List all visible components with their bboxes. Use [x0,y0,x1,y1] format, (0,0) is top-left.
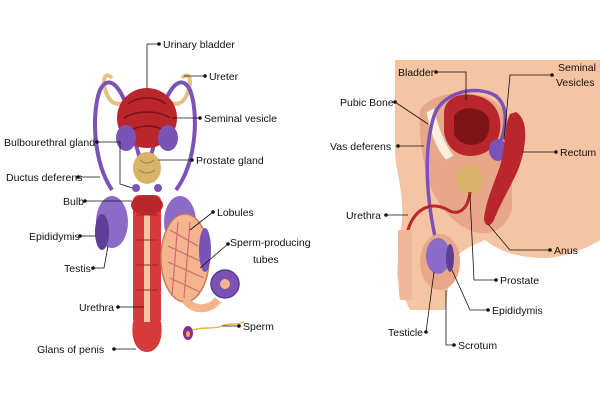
epididymis-right-dot [486,308,490,312]
anus-dot [548,248,552,252]
sperm-tube-zoom-inner [220,279,230,289]
lobules-leader [189,211,214,231]
sperm-producing-leader [199,243,229,269]
label-bladder: Bladder [398,67,435,79]
left-ureter [102,73,126,106]
left-seminal-vesicle-organ [116,125,136,151]
label-scrotum: Scrotum [458,340,497,352]
label-bulbourethral-gland: Bulbourethral gland [4,137,95,149]
seminal-vesicles-leader [503,74,552,141]
label-testicle: Testicle [388,327,423,339]
label-urethra-left: Urethra [79,302,114,314]
label-urinary-bladder: Urinary bladder [163,39,235,51]
bulbourethral-gland-organ [132,184,140,192]
vas-deferens-tube [425,88,507,269]
prostate-texture [138,159,156,174]
testicle-leader [425,271,435,333]
urethra-tube [402,191,472,299]
side-view-labels: Bladder Pubic Bone Vas deferens Urethra … [330,62,596,352]
label-bulb: Bulb [63,196,84,208]
seminal-vesicle-dot [198,116,202,120]
bulb-organ [131,195,163,215]
label-ureter: Ureter [209,71,239,83]
ureter-dot [203,74,207,78]
prostate-dot [494,278,498,282]
label-vas-deferens: Vas deferens [330,141,391,153]
prostate-leader [469,194,496,281]
bladder-leader [436,71,467,100]
front-view-labels: Urinary bladder Ureter Seminal vesicle P… [4,39,311,356]
rectum-organ [484,112,526,226]
epididymis-cross [199,228,211,272]
scrotum-dot [452,343,456,347]
epididymis-right-leader [451,269,488,311]
label-sperm-producing-line1: Sperm-producing [230,237,311,249]
sperm-dot [237,324,241,328]
label-glans-of-penis: Glans of penis [37,344,104,356]
label-seminal-line2: Vesicles [556,77,595,89]
scrotum-leader [445,290,454,346]
left-epididymis-organ [95,214,109,250]
label-epididymis-right: Epididymis [492,305,543,317]
prostate-organ [457,165,483,195]
pubic-bone-leader [394,101,429,125]
prostate-gland-dot [190,158,194,162]
seminal-vesicles-organ [489,139,507,161]
epididymis-organ [446,244,454,272]
bladder-inner [454,108,490,145]
label-urethra-right: Urethra [346,210,381,222]
rectum-dot [554,150,558,154]
label-pubic-bone: Pubic Bone [340,97,394,109]
label-testis: Testis [64,263,91,275]
front-view-illustration [93,73,245,352]
label-seminal-line1: Seminal [558,62,596,74]
sperm-head-spot [186,331,190,337]
glans-organ [132,322,162,352]
side-view-illustration [395,60,600,310]
label-anus: Anus [554,245,578,257]
right-seminal-vesicle-organ [158,125,178,151]
label-prostate: Prostate [500,275,539,287]
sperm-producing-dot [226,242,230,246]
prostate-gland-organ [133,152,161,184]
bulbourethral-gland-leader [97,141,133,189]
label-sperm: Sperm [243,321,274,333]
testicle-organ [426,238,450,274]
label-prostate-gland: Prostate gland [196,155,264,167]
testis-leader [93,245,109,269]
lobule-lines [167,221,205,299]
penis-organ [398,230,412,300]
label-seminal-vesicle: Seminal vesicle [204,113,277,125]
label-rectum: Rectum [560,147,596,159]
label-epididymis-left: Epididymis [29,231,80,243]
label-sperm-producing-line2: tubes [253,254,279,266]
bulbourethral-gland-organ-right [154,184,162,192]
zoom-tube [181,297,222,313]
lobules-dot [211,210,215,214]
label-lobules: Lobules [217,207,254,219]
label-ductus-deferens: Ductus deferens [6,172,82,184]
anus-leader [487,223,550,251]
urinary-bladder-dot [157,42,161,46]
